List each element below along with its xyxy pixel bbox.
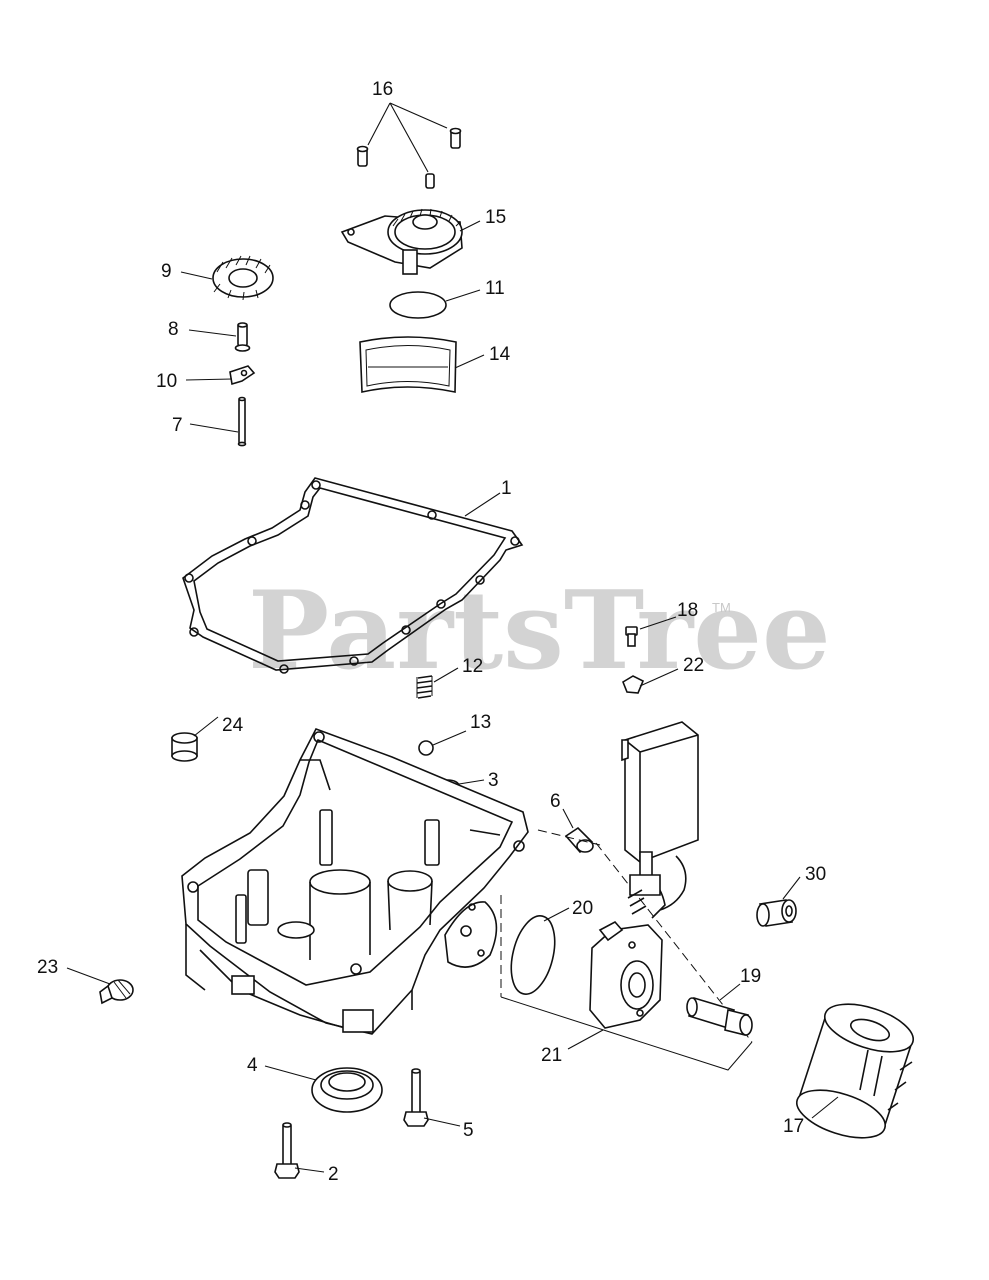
leader-6 (562, 808, 574, 829)
leader-2 (294, 1167, 325, 1173)
callout-7[interactable]: 7 (172, 415, 183, 436)
leader-5 (423, 1117, 461, 1127)
callout-10[interactable]: 10 (156, 371, 177, 392)
leader-8 (188, 329, 237, 337)
leader-20 (543, 907, 570, 922)
part-9-governor-gear[interactable] (212, 255, 274, 301)
part-30-fitting[interactable] (756, 899, 797, 927)
callout-13[interactable]: 13 (470, 712, 491, 733)
watermark-trademark: TM (712, 600, 731, 615)
leader-30 (782, 876, 801, 900)
watermark-brand: PartsTree (248, 568, 831, 694)
callout-9[interactable]: 9 (161, 261, 172, 282)
callout-22[interactable]: 22 (683, 655, 704, 676)
leader-13 (432, 730, 467, 746)
part-20-o-ring[interactable] (504, 911, 562, 998)
part-15-oil-pump[interactable] (340, 208, 463, 275)
part-22-clip[interactable] (622, 675, 645, 694)
part-10-washer[interactable] (229, 365, 256, 386)
leader-7 (189, 423, 239, 433)
part-4-oil-seal[interactable] (311, 1067, 383, 1113)
part-1-gasket[interactable] (182, 477, 524, 674)
leader-21 (567, 1029, 604, 1050)
callout-1[interactable]: 1 (501, 478, 512, 499)
leader-16 (367, 102, 448, 173)
callout-14[interactable]: 14 (489, 344, 511, 365)
part-23-sensor[interactable] (99, 979, 134, 1005)
callout-20[interactable]: 20 (572, 898, 593, 919)
callout-24[interactable]: 24 (222, 715, 244, 736)
part-12-spring[interactable] (416, 675, 433, 699)
leader-17 (811, 1096, 839, 1119)
callout-11[interactable]: 11 (485, 278, 505, 299)
part-21-oil-cooler[interactable] (589, 721, 699, 1029)
callout-21[interactable]: 21 (541, 1045, 562, 1066)
leader-10 (185, 378, 233, 381)
leader-4 (264, 1065, 317, 1081)
part-7-shaft[interactable] (237, 396, 247, 447)
part-17-oil-filter[interactable] (791, 995, 919, 1147)
part-11-o-ring[interactable] (389, 291, 447, 319)
callout-8[interactable]: 8 (168, 319, 179, 340)
callout-19[interactable]: 19 (740, 966, 761, 987)
part-13-ball[interactable] (418, 740, 434, 756)
callout-6[interactable]: 6 (550, 791, 561, 812)
part-2-flange-bolt[interactable] (274, 1122, 300, 1179)
leader-23 (66, 967, 111, 985)
callout-12[interactable]: 12 (462, 656, 483, 677)
part-8-pin[interactable] (234, 322, 251, 352)
leader-14 (454, 354, 485, 369)
callout-17[interactable]: 17 (783, 1116, 804, 1137)
leader-12 (433, 667, 459, 683)
part-14-screen[interactable] (359, 336, 457, 393)
callout-16[interactable]: 16 (372, 79, 393, 100)
leader-3 (458, 779, 485, 785)
callout-3[interactable]: 3 (488, 770, 499, 791)
callout-18[interactable]: 18 (677, 600, 698, 621)
leader-24 (193, 716, 219, 737)
part-24-bushing[interactable] (171, 732, 198, 762)
callout-5[interactable]: 5 (463, 1120, 474, 1141)
part-16-screws[interactable] (356, 127, 462, 189)
leader-11 (445, 289, 481, 302)
leader-22 (639, 668, 679, 687)
leader-19 (719, 983, 741, 1001)
leader-9 (180, 271, 213, 280)
part-18-bolt[interactable] (625, 626, 638, 647)
callout-2[interactable]: 2 (328, 1164, 339, 1185)
callout-23[interactable]: 23 (37, 957, 58, 978)
callout-4[interactable]: 4 (247, 1055, 258, 1076)
part-19-fitting[interactable] (686, 996, 753, 1036)
leader-1 (464, 492, 501, 517)
part-5-flange-bolt[interactable] (403, 1068, 429, 1127)
callout-30[interactable]: 30 (805, 864, 826, 885)
callout-15[interactable]: 15 (485, 207, 506, 228)
oil-pan[interactable] (181, 728, 529, 1035)
leader-15 (459, 220, 481, 232)
leader-18 (639, 616, 677, 630)
